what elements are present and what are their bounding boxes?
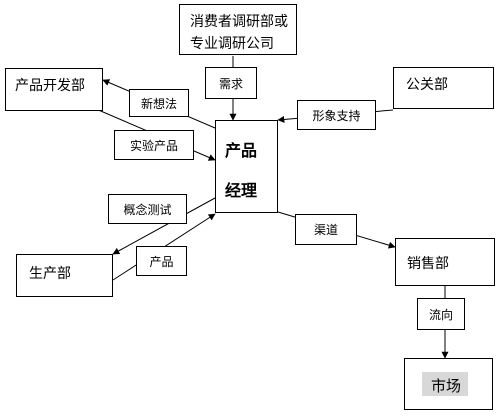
research-label-line2: 专业调研公司 xyxy=(190,36,274,52)
sales-label: 销售部 xyxy=(407,256,449,272)
pr-label: 公关部 xyxy=(406,77,448,93)
edge-label-concept-test: 概念测试 xyxy=(108,194,187,224)
sales-node: 销售部 xyxy=(395,238,495,286)
product-manager-label-line2: 经理 xyxy=(225,181,258,200)
pr-node: 公关部 xyxy=(393,67,494,109)
edge-label-flow: 流向 xyxy=(417,298,465,330)
product-dev-label: 产品开发部 xyxy=(15,78,85,94)
market-label: 市场 xyxy=(431,377,462,395)
edge-label-new-idea: 新想法 xyxy=(129,89,189,117)
production-label: 生产部 xyxy=(29,266,71,282)
research-label-line1: 消费者调研部或 xyxy=(190,14,288,30)
edge-label-image-support: 形象支持 xyxy=(297,100,376,130)
edge-label-channel: 渠道 xyxy=(295,214,357,245)
edge-label-product: 产品 xyxy=(136,246,187,276)
product-manager-label-line1: 产品 xyxy=(225,141,258,160)
arrow-concept-test xyxy=(112,197,216,255)
product-manager-node: 产品 经理 xyxy=(215,120,278,213)
research-node: 消费者调研部或 专业调研公司 xyxy=(179,4,297,55)
edge-label-demand: 需求 xyxy=(205,67,257,99)
edge-label-experimental-product: 实验产品 xyxy=(114,130,194,160)
production-node: 生产部 xyxy=(16,254,113,297)
product-dev-node: 产品开发部 xyxy=(5,68,103,111)
market-highlight xyxy=(422,372,468,396)
